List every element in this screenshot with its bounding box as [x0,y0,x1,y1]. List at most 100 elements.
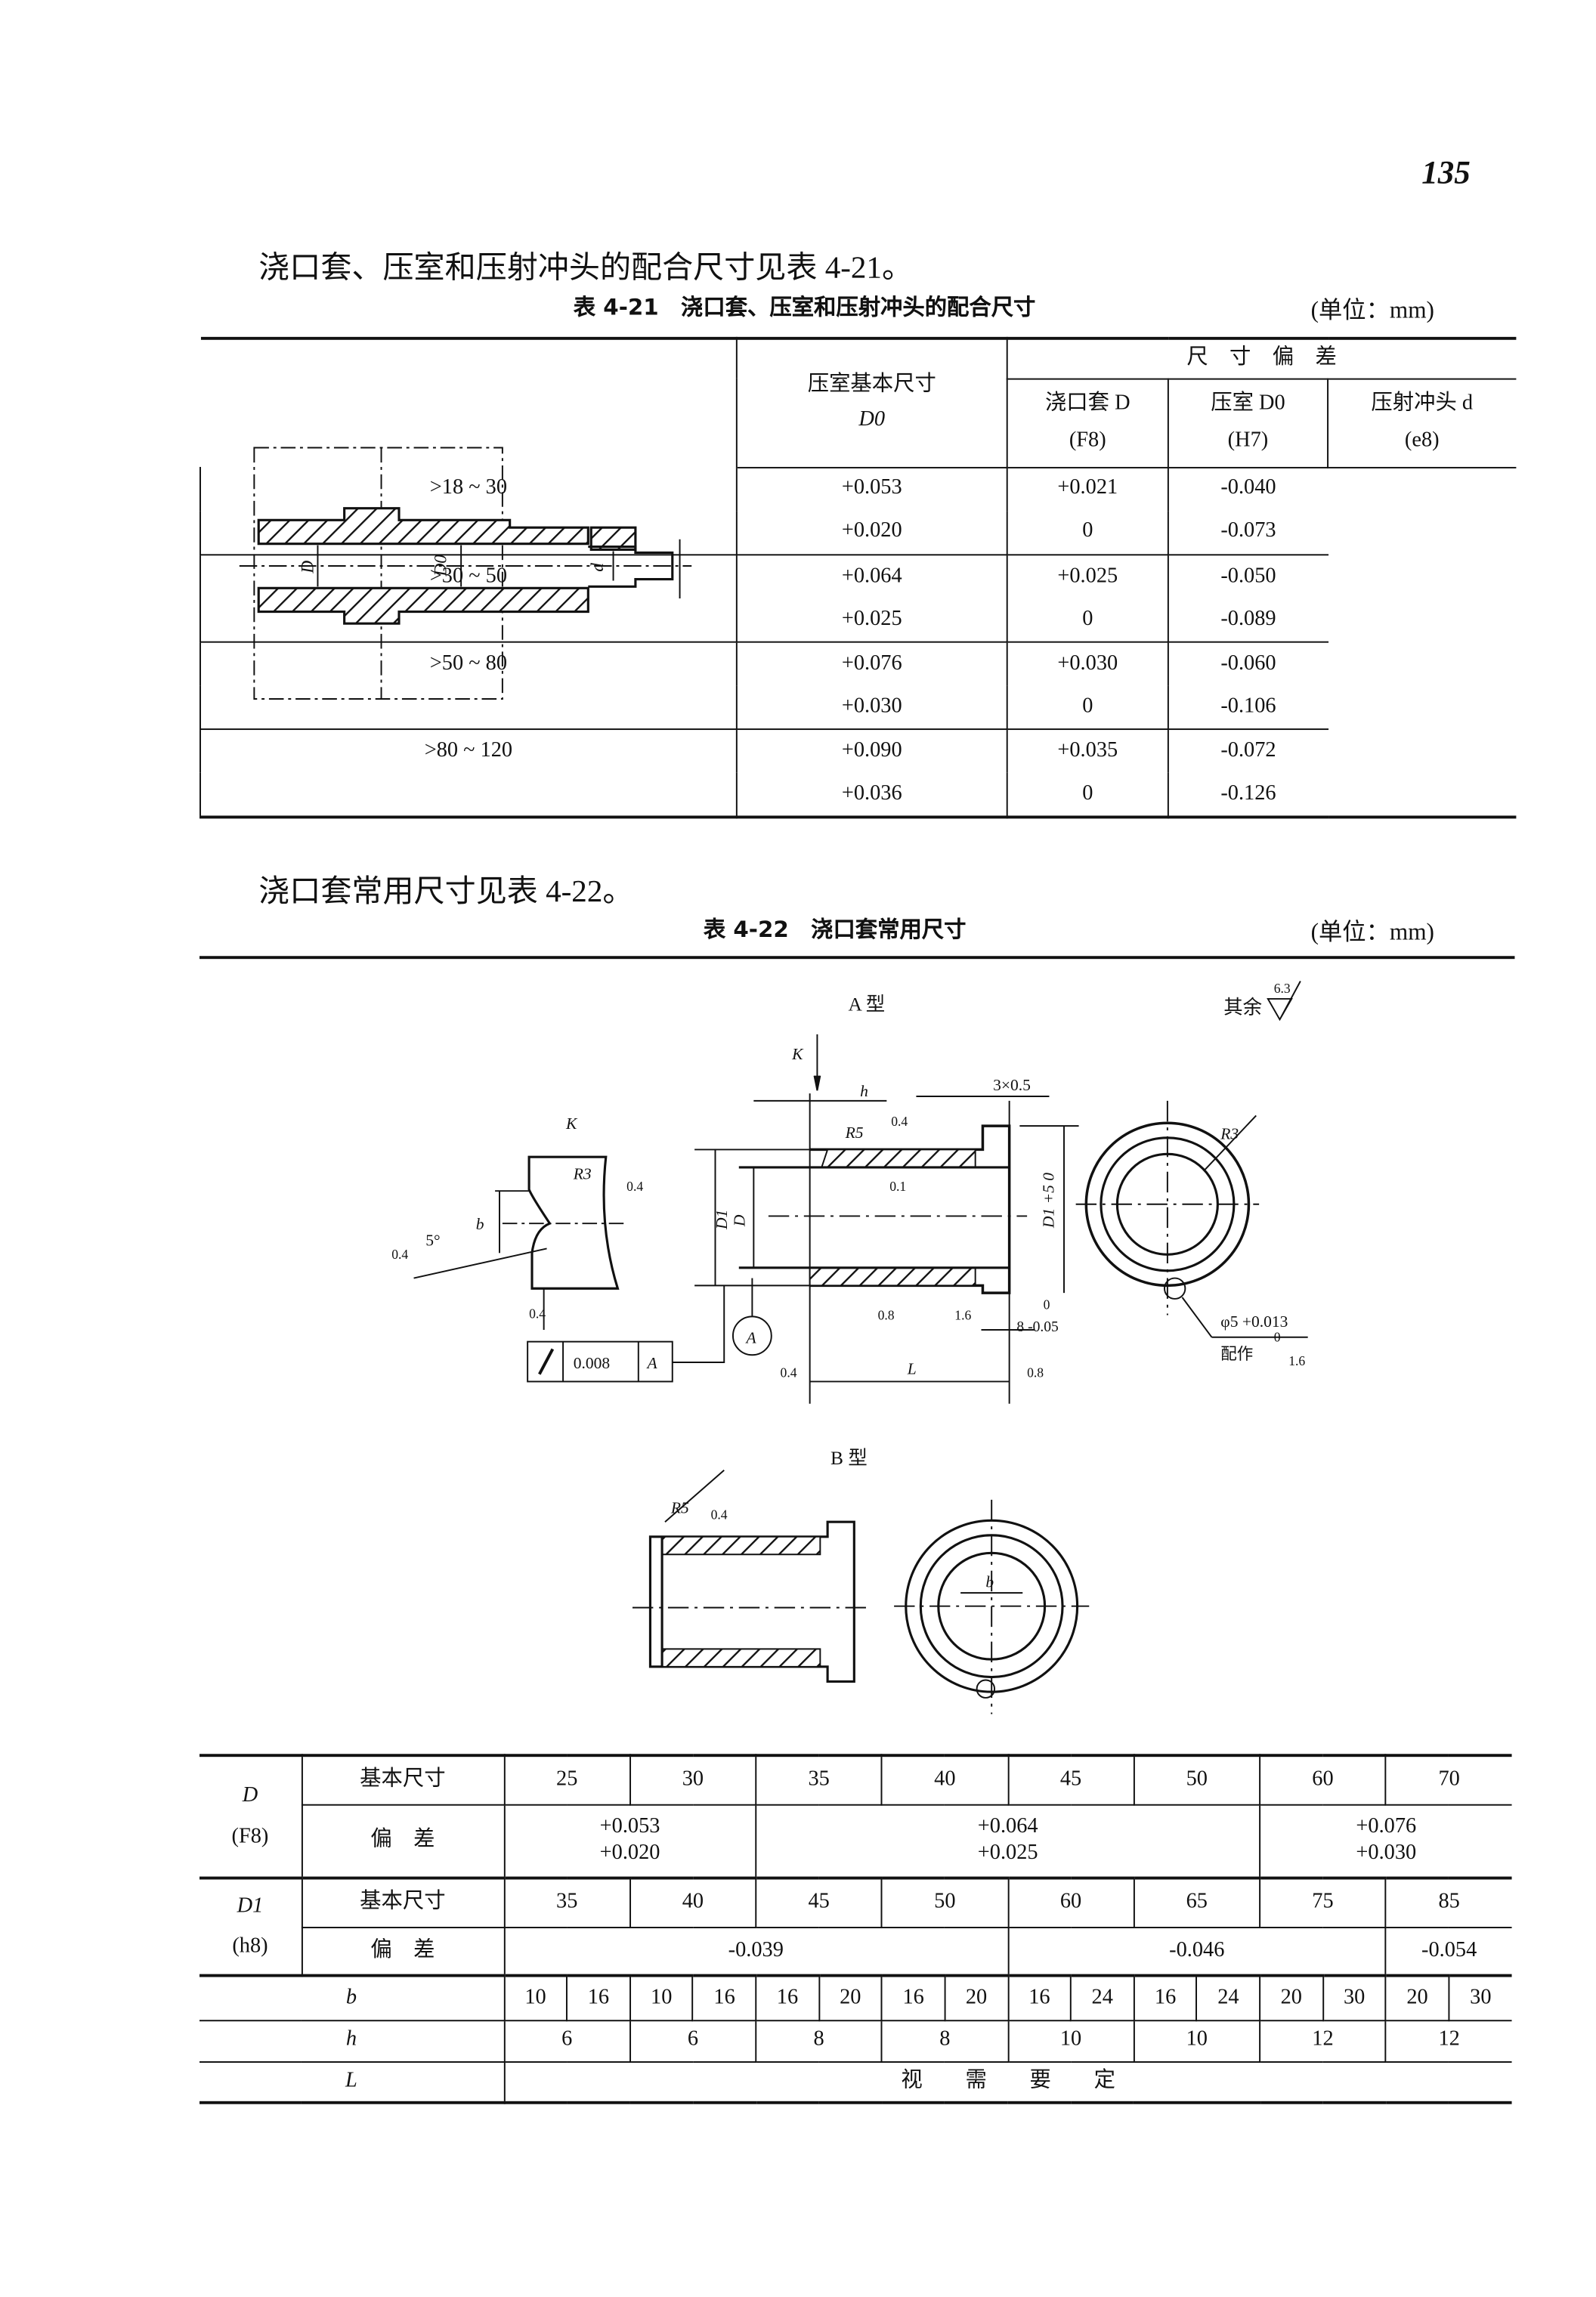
table-row: >50 ~ 80+0.076+0.030-0.060 [200,641,1515,731]
deviation-value: -0.054 [1384,1926,1512,1977]
deviation-value: +0.030 [735,685,1008,731]
header-deviation-group: 尺 寸 偏 差 [1006,338,1516,379]
b-value: 20 [944,1974,1009,2021]
col-name: 压射冲头 d [1371,391,1474,415]
upper: +0.064 [977,1815,1038,1839]
bushing-assembly-drawing-cell [200,338,738,467]
b-label: b [200,1974,505,2021]
roughness-16-b: 1.6 [1288,1353,1305,1368]
a-type-drawing [413,1034,1308,1404]
basic-size-value: 50 [1133,1754,1261,1805]
table-4-22-top-rule [200,956,1515,960]
lower: +0.020 [599,1841,660,1865]
h-value: 6 [503,2019,631,2062]
label-h: h [860,1082,868,1100]
basic-size-label: 基本尺寸 [300,1754,505,1805]
basic-size-value: 50 [880,1876,1009,1928]
deviation-value: -0.106 [1167,685,1328,731]
b-value: 20 [1259,1974,1324,2021]
label-5deg: 5° [425,1232,440,1250]
label-b: b [476,1215,484,1233]
b-value: 16 [691,1974,757,2021]
deviation-value: -0.089 [1167,598,1328,643]
basic-size-value: 35 [755,1754,883,1805]
base-size-range: >30 ~ 50 [200,553,738,643]
b-value: 16 [1133,1974,1198,2021]
h-value: 10 [1007,2019,1135,2062]
rest-roughness-label: 其余 [1223,997,1262,1019]
basic-size-value: 30 [629,1754,757,1805]
basic-size-value: 45 [1007,1754,1135,1805]
col-fit: (F8) [1069,428,1106,453]
deviation-value: +0.090 [735,728,1008,774]
b-value: 16 [1007,1974,1072,2021]
h-label: h [200,2019,505,2062]
b-value: 30 [1448,1974,1512,2021]
label-d1: D1 [713,1210,731,1230]
deviation-value: +0.021 [1006,466,1169,511]
deviation-value: +0.020 [735,510,1008,555]
roughness-08-a: 0.8 [878,1307,895,1322]
table-row: >18 ~ 30+0.053+0.021-0.040 [200,466,1515,555]
basic-size-value: 60 [1259,1754,1387,1805]
d1-row-label: D1(h8) [200,1876,302,1977]
label-chamfer: 3×0.5 [993,1076,1031,1094]
roughness-symbol-icon [1267,981,1301,1022]
roughness-16-a: 1.6 [954,1307,971,1322]
basic-size-value: 65 [1133,1876,1261,1928]
deviation-value: +0.053+0.020 [503,1803,757,1879]
paragraph-table-4-22-ref: 浇口套常用尺寸见表 4-22。 [258,873,634,909]
basic-size-value: 70 [1384,1754,1512,1805]
label-d: D [731,1214,749,1227]
tolerance-value: 0.008 [574,1354,610,1372]
page-number: 135 [1421,153,1471,191]
roughness-04-a: 0.4 [891,1114,908,1129]
table-4-22-caption: 表 4-22 浇口套常用尺寸 [703,916,967,943]
deviation-value: +0.053 [735,466,1008,511]
b-type-drawing [632,1470,1090,1714]
roughness-01: 0.1 [889,1179,906,1194]
base-size-range: >18 ~ 30 [200,466,738,555]
base-size-range: >50 ~ 80 [200,641,738,731]
b-roughness-04: 0.4 [711,1507,728,1522]
basic-size-value: 40 [880,1754,1009,1805]
label-l: L [907,1360,917,1378]
deviation-value: 0 [1006,773,1169,818]
table-row: >30 ~ 50+0.064+0.025-0.050 [200,553,1515,643]
table-4-22-unit: (单位：mm) [1310,920,1434,946]
header-base-symbol: D0 [858,407,886,431]
col-name: 浇口套 D [1044,391,1130,415]
h-value: 12 [1384,2019,1512,2062]
roughness-04-e: 0.4 [529,1306,546,1321]
roughness-04-c: 0.4 [626,1179,643,1194]
fit-drill-label: 配作 [1220,1345,1253,1363]
b-value: 30 [1322,1974,1387,2021]
deviation-value: -0.040 [1167,466,1328,511]
b-label-b: b [985,1572,994,1591]
b-value: 16 [566,1974,631,2021]
b-value: 16 [755,1974,820,2021]
d-row-label: D(F8) [200,1754,302,1879]
deviation-value: +0.030 [1006,641,1169,686]
basic-size-value: 85 [1384,1876,1512,1928]
h-value: 8 [755,2019,883,2062]
label-r3-k: R3 [573,1165,592,1183]
datum-a: A [745,1329,757,1347]
deviation-value: 0 [1006,598,1169,643]
roughness-04-b: 0.4 [781,1365,797,1380]
table-row: 偏 差+0.053+0.020+0.064+0.025+0.076+0.030 [200,1803,1512,1879]
deviation-value: +0.025 [735,598,1008,643]
label-k-view: K [565,1114,578,1133]
a-type-label: A 型 [848,994,885,1016]
roughness-08-b: 0.8 [1027,1365,1044,1380]
h-value: 12 [1259,2019,1387,2062]
